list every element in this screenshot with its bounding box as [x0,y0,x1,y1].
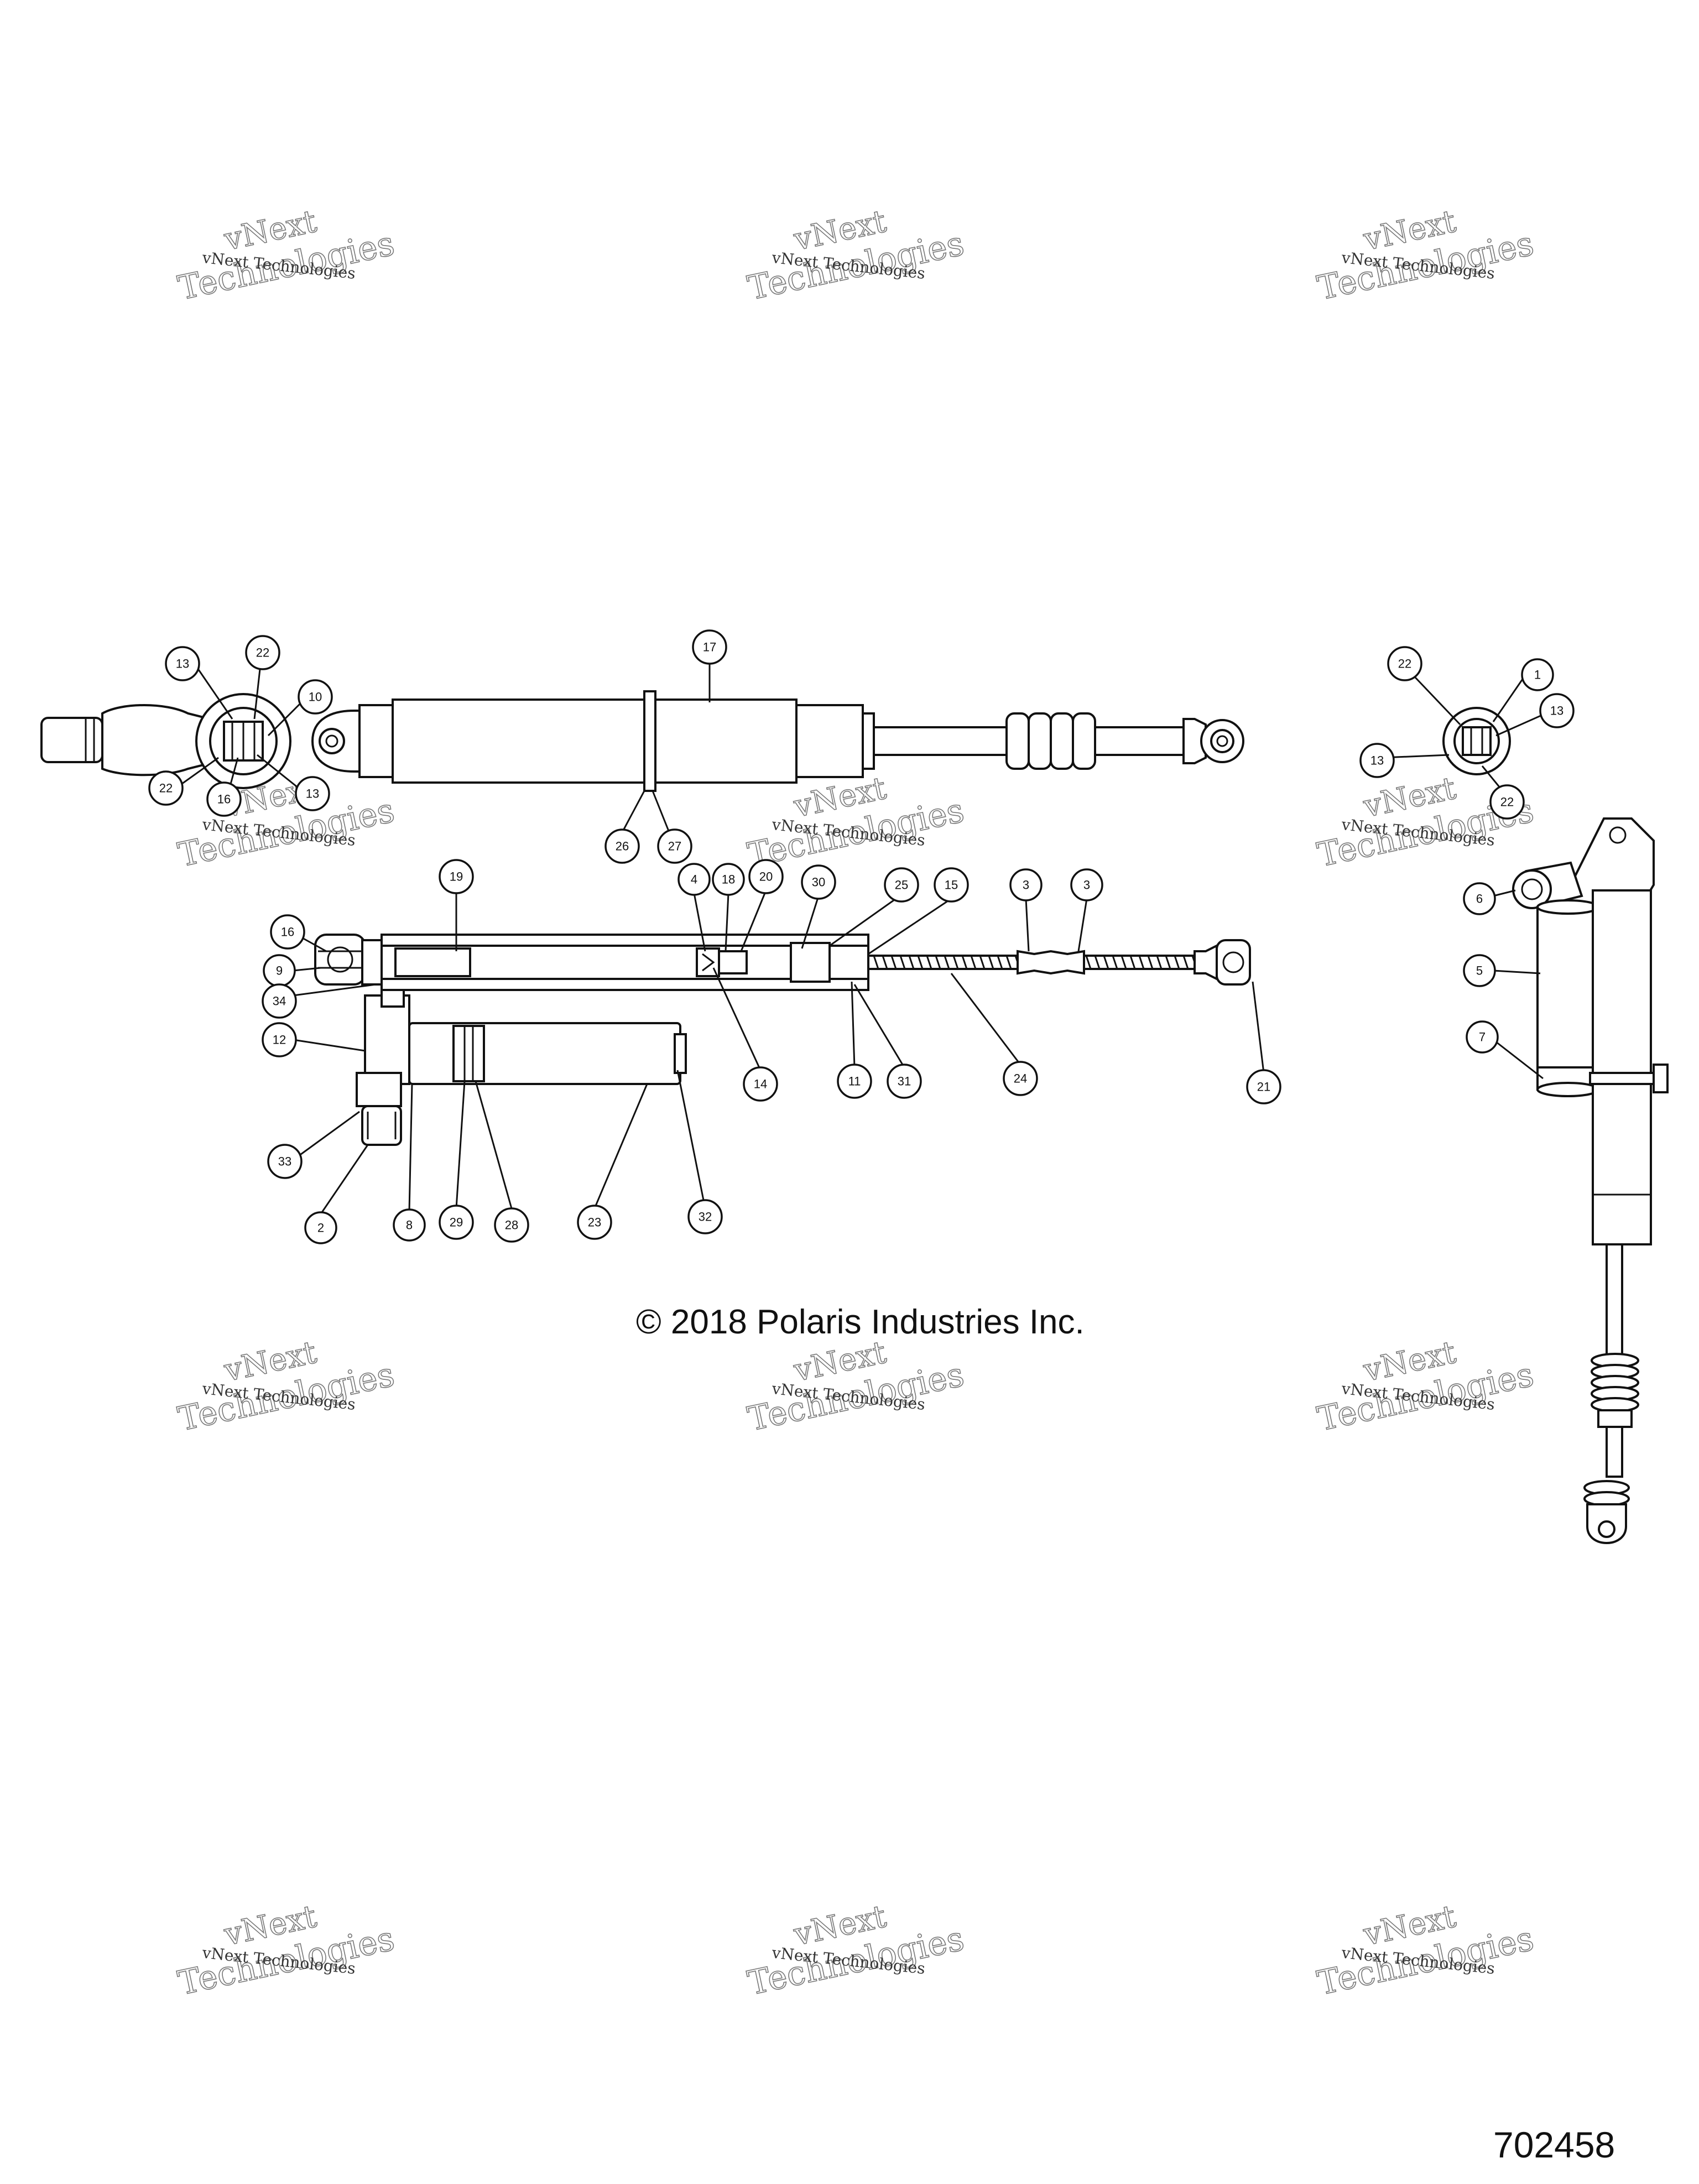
callout-25: 25 [884,867,919,903]
svg-text:22: 22 [159,781,173,795]
callout-13: 13 [1539,693,1575,728]
svg-text:5: 5 [1476,964,1483,978]
svg-text:23: 23 [588,1216,601,1229]
callout-3: 3 [1009,868,1043,901]
callout-7: 7 [1466,1020,1499,1054]
svg-text:16: 16 [217,793,231,806]
svg-text:28: 28 [505,1218,518,1232]
svg-text:22: 22 [256,646,269,660]
callout-16: 16 [206,781,242,817]
callout-29: 29 [439,1205,474,1240]
callout-1: 1 [1521,658,1554,691]
callout-10: 10 [298,679,333,715]
callout-23: 23 [577,1205,612,1240]
callout-22: 22 [1387,646,1422,681]
svg-text:9: 9 [276,964,283,978]
svg-text:14: 14 [754,1077,767,1091]
svg-text:25: 25 [895,878,908,892]
callout-33: 33 [267,1144,303,1179]
callout-13: 13 [1359,743,1395,778]
svg-text:18: 18 [722,873,735,887]
callout-17: 17 [692,629,727,665]
callout-26: 26 [604,828,640,864]
svg-text:13: 13 [176,657,189,671]
svg-text:13: 13 [1370,754,1384,768]
callout-6: 6 [1463,882,1496,915]
shock-cutaway-view [314,934,1251,1146]
callout-21: 21 [1246,1069,1281,1104]
callout-30: 30 [801,864,836,900]
svg-text:17: 17 [703,640,716,654]
svg-text:6: 6 [1476,892,1483,906]
svg-text:34: 34 [273,994,286,1008]
svg-text:15: 15 [945,878,958,892]
svg-text:16: 16 [281,925,294,939]
callout-13: 13 [295,776,330,811]
svg-text:26: 26 [616,840,629,853]
svg-text:13: 13 [1550,704,1564,718]
callout-22: 22 [148,770,184,806]
callout-11: 11 [837,1064,872,1099]
callout-2: 2 [304,1211,337,1244]
copyright-notice: © 2018 Polaris Industries Inc. [636,1303,1085,1341]
callout-22: 22 [1489,784,1525,820]
svg-text:3: 3 [1083,878,1090,892]
svg-text:12: 12 [273,1033,286,1047]
svg-text:2: 2 [317,1221,324,1235]
svg-text:22: 22 [1398,657,1411,671]
callout-16: 16 [270,914,305,950]
svg-text:19: 19 [450,870,463,884]
callout-31: 31 [887,1064,922,1099]
callout-22: 22 [245,635,280,670]
callout-19: 19 [439,859,474,894]
svg-text:1: 1 [1534,668,1541,682]
svg-text:33: 33 [278,1155,291,1169]
callout-3: 3 [1070,868,1103,901]
callout-18: 18 [712,863,745,896]
callout-12: 12 [262,1022,297,1057]
svg-text:21: 21 [1257,1080,1270,1094]
svg-text:31: 31 [898,1075,911,1088]
svg-text:27: 27 [668,840,681,853]
callout-20: 20 [748,859,784,894]
svg-text:4: 4 [691,873,697,887]
svg-text:29: 29 [450,1216,463,1229]
svg-text:3: 3 [1023,878,1029,892]
leader-lines [179,661,1546,1215]
svg-text:22: 22 [1500,795,1514,809]
svg-text:32: 32 [699,1210,712,1224]
svg-text:24: 24 [1014,1072,1027,1086]
callout-8: 8 [393,1208,426,1242]
diagram-number: 702458 [1493,2124,1615,2165]
callouts: 13 22 10 22 16 13 17 26 27 22 1 13 13 22… [148,629,1575,1244]
svg-text:7: 7 [1479,1030,1486,1044]
shock-top-view [40,690,1244,792]
svg-text:13: 13 [306,787,319,801]
callout-14: 14 [743,1066,778,1102]
callout-4: 4 [677,863,711,896]
callout-13: 13 [165,646,200,681]
callout-24: 24 [1003,1061,1038,1096]
callout-34: 34 [262,983,297,1019]
callout-5: 5 [1463,954,1496,987]
svg-text:10: 10 [309,690,322,704]
svg-text:30: 30 [812,875,825,889]
callout-27: 27 [657,828,692,864]
callout-9: 9 [263,954,296,987]
svg-text:8: 8 [406,1218,413,1232]
callout-32: 32 [687,1199,723,1234]
svg-text:20: 20 [759,870,773,884]
shock-side-view [1442,707,1669,1544]
callout-15: 15 [934,867,969,903]
svg-text:11: 11 [848,1075,861,1088]
callout-28: 28 [494,1207,529,1243]
